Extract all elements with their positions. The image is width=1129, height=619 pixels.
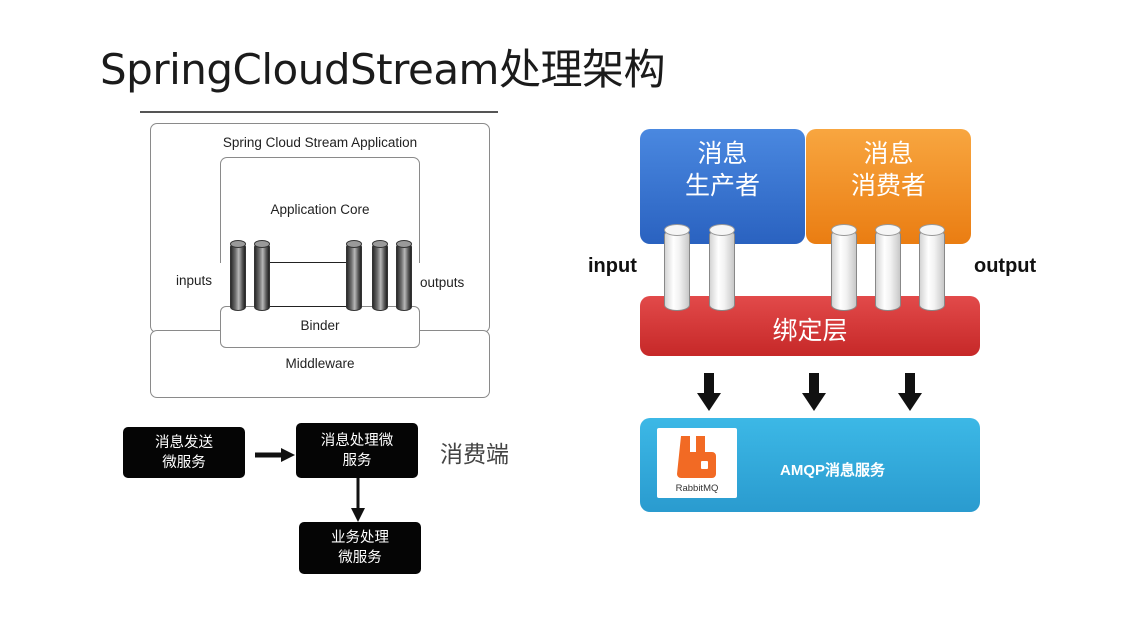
output-label: output <box>974 255 1037 277</box>
rabbitmq-icon <box>677 436 716 478</box>
input-channel-icon <box>254 240 270 311</box>
output-channel-icon <box>372 240 388 311</box>
input-channel-icon <box>230 240 246 311</box>
page-title: SpringCloudStream处理架构 <box>100 45 665 94</box>
business-service-box: 业务处理 微服务 <box>299 522 421 574</box>
amqp-service-label: AMQP消息服务 <box>780 462 886 479</box>
application-core-label: Application Core <box>270 202 370 217</box>
consumer-side-label: 消费端 <box>440 442 509 468</box>
rabbitmq-logo-text: RabbitMQ <box>675 483 719 494</box>
middleware-label: Middleware <box>285 356 355 371</box>
channel-line-bottom <box>268 306 350 307</box>
arrow-down-icon <box>802 373 826 415</box>
outputs-label: outputs <box>420 275 465 290</box>
output-channel-icon <box>831 224 857 311</box>
producer-label: 消息 生产者 <box>684 139 760 200</box>
rabbitmq-logo: RabbitMQ <box>657 428 737 498</box>
binding-layer-label: 绑定层 <box>772 316 848 345</box>
output-channel-icon <box>346 240 362 311</box>
input-channel-icon <box>709 224 735 311</box>
binder-box <box>220 306 420 348</box>
input-channel-icon <box>664 224 690 311</box>
sender-service-box: 消息发送 微服务 <box>123 427 245 478</box>
input-label: input <box>588 255 637 277</box>
inputs-label: inputs <box>176 273 213 288</box>
title-divider <box>140 111 498 113</box>
output-channel-icon <box>919 224 945 311</box>
output-channel-icon <box>875 224 901 311</box>
app-label: Spring Cloud Stream Application <box>222 135 418 150</box>
consumer-label: 消息 消费者 <box>850 139 926 200</box>
arrow-down-icon <box>697 373 721 415</box>
arrow-down-icon <box>351 478 365 526</box>
arrow-right-icon <box>255 447 295 466</box>
processor-service-box: 消息处理微 服务 <box>296 423 418 478</box>
channel-line-top <box>268 262 350 263</box>
binder-label: Binder <box>300 318 340 333</box>
output-channel-icon <box>396 240 412 311</box>
arrow-down-icon <box>898 373 922 415</box>
